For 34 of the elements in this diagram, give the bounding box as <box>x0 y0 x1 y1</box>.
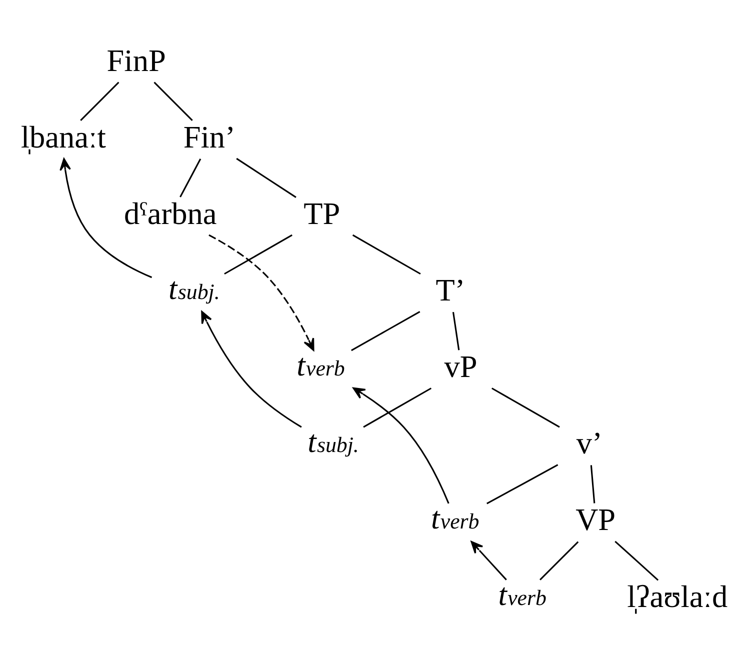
node-text: tsubj. <box>308 424 359 459</box>
node-text: tverb <box>498 576 546 612</box>
node-text: tsubj. <box>168 270 220 306</box>
node-text: tverb <box>296 347 345 382</box>
connector <box>224 234 292 274</box>
arrow <box>352 386 450 504</box>
connector <box>614 540 659 580</box>
connector <box>351 310 420 351</box>
node-text: TP <box>304 195 340 230</box>
connector <box>590 464 596 503</box>
connector <box>491 387 560 428</box>
node-text: l̩ʔaʊlaːd <box>627 578 728 614</box>
node-text: vP <box>444 348 478 384</box>
connector <box>452 311 460 350</box>
arrow <box>208 234 314 350</box>
connector <box>154 81 193 120</box>
node-text: VP <box>576 502 616 537</box>
node-text: l̩banaːt <box>20 118 106 154</box>
node-text: T’ <box>436 272 466 308</box>
node-text: tverb <box>431 500 480 536</box>
arrow <box>470 540 507 580</box>
connector <box>486 464 558 504</box>
connector <box>352 234 421 274</box>
connector <box>180 158 202 197</box>
node-text: Fin’ <box>183 118 236 154</box>
node-text: dˤarbna <box>124 195 217 230</box>
arrow <box>60 158 152 278</box>
connector <box>80 81 120 120</box>
node-text: FinP <box>106 42 166 78</box>
connector <box>540 540 579 580</box>
arrow <box>201 310 302 428</box>
connector <box>363 387 432 428</box>
node-text: v’ <box>576 425 602 460</box>
connector <box>236 157 296 198</box>
